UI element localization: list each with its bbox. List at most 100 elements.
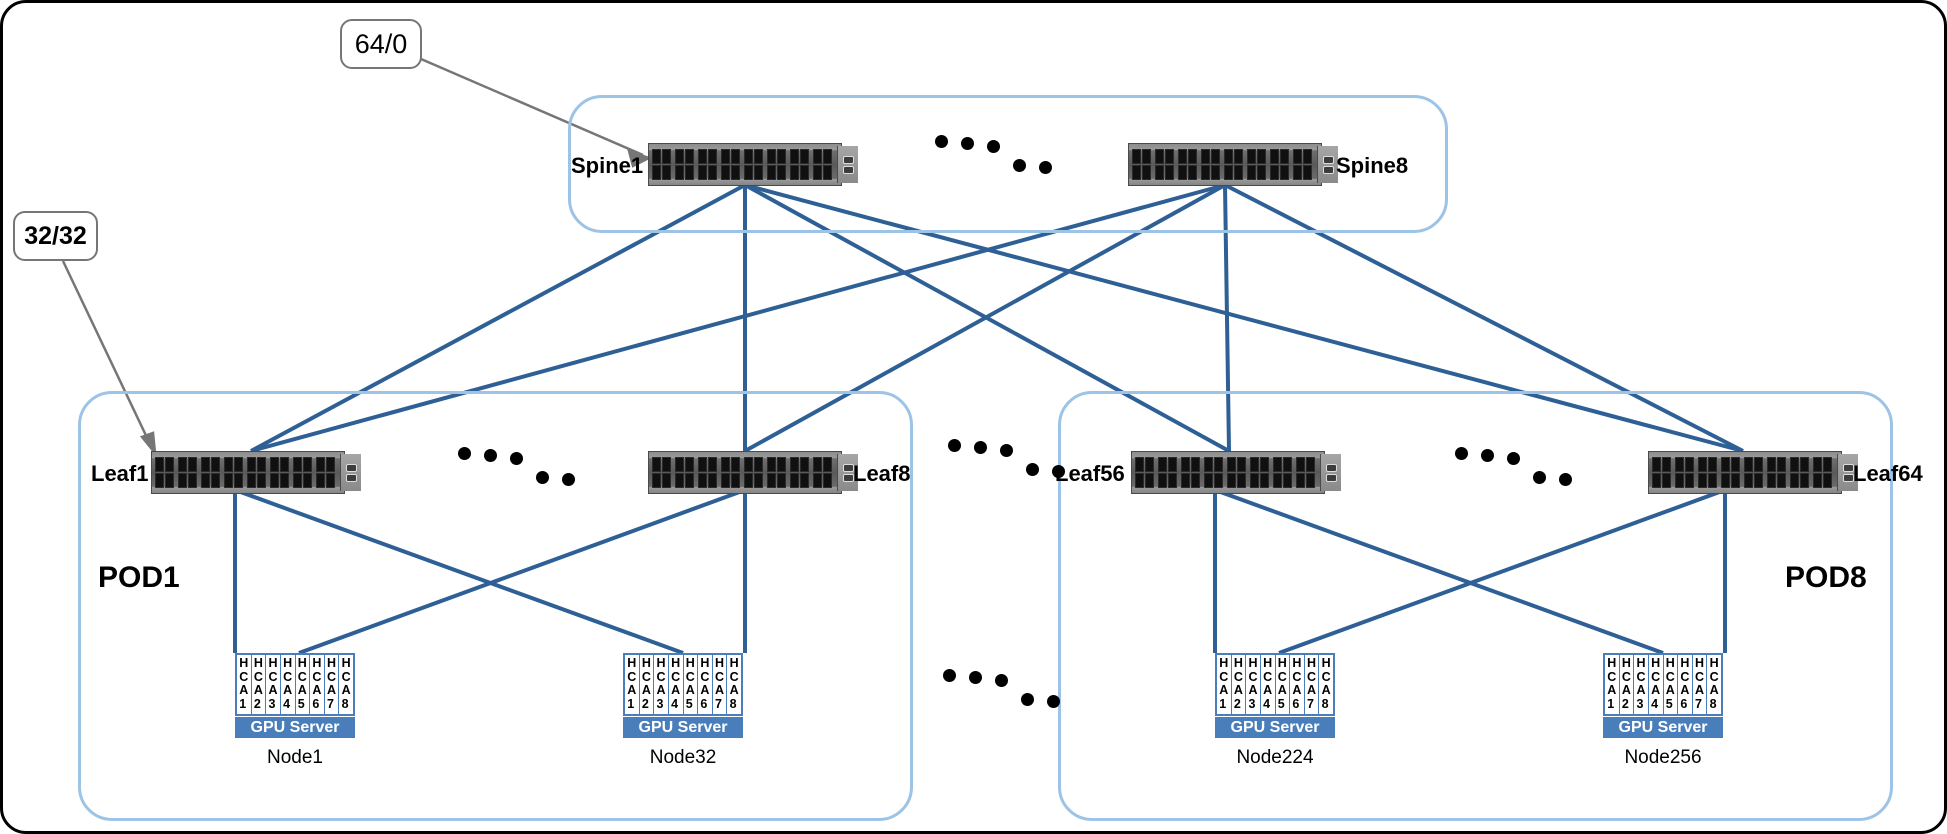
leaf-switch-leaf1[interactable] <box>151 451 361 494</box>
switch-port <box>652 165 661 180</box>
switch-port <box>823 473 832 488</box>
switch-port-group <box>1293 149 1312 164</box>
ellipsis-dot <box>935 135 948 148</box>
gpu-server-bar: GPU Server <box>1603 717 1723 738</box>
ellipsis-dot <box>510 452 523 465</box>
ellipsis-dot <box>969 671 982 684</box>
switch-port <box>155 473 164 488</box>
switch-port <box>744 149 753 164</box>
switch-port-group <box>1155 149 1174 164</box>
switch-port <box>1165 149 1174 164</box>
switch-port-group <box>1250 473 1269 488</box>
switch-port <box>744 473 753 488</box>
pod-container-pod1 <box>78 391 913 821</box>
leaf-switch-leaf8[interactable] <box>648 451 858 494</box>
switch-port-group <box>744 149 763 164</box>
switch-management-panel <box>837 146 858 183</box>
switch-port <box>731 149 740 164</box>
switch-port-row <box>652 473 835 488</box>
switch-port <box>698 473 707 488</box>
switch-port <box>1731 473 1740 488</box>
switch-port-group <box>178 473 197 488</box>
switch-status-led <box>345 463 357 472</box>
switch-port <box>1168 457 1177 472</box>
switch-port <box>1201 165 1210 180</box>
switch-port-group <box>698 165 717 180</box>
ellipsis-dot <box>458 447 471 460</box>
switch-port <box>698 457 707 472</box>
switch-port <box>1303 149 1312 164</box>
switch-port <box>247 473 256 488</box>
leaf-switch-leaf56[interactable] <box>1131 451 1341 494</box>
switch-port-group <box>767 165 786 180</box>
leaf-switch-leaf56-label: Leaf56 <box>1055 461 1125 486</box>
spine-switch-1-label: Spine1 <box>571 153 644 178</box>
switch-port-group <box>178 457 197 472</box>
spine-switch-1[interactable] <box>648 143 858 186</box>
switch-port <box>1293 149 1302 164</box>
switch-port <box>257 457 266 472</box>
switch-port <box>744 165 753 180</box>
switch-port-group <box>224 457 243 472</box>
switch-port-group <box>293 457 312 472</box>
switch-port <box>1675 457 1684 472</box>
switch-port <box>823 457 832 472</box>
switch-status-led <box>1322 165 1334 174</box>
switch-port <box>1237 473 1246 488</box>
switch-port-group <box>813 457 832 472</box>
switch-port <box>1280 165 1289 180</box>
switch-port-group <box>652 457 671 472</box>
switch-port-panel <box>1650 454 1837 491</box>
switch-port-group <box>1135 473 1154 488</box>
inter-node-ellipsis <box>943 665 1063 713</box>
switch-port-group <box>1132 149 1151 164</box>
leaf-switch-leaf64[interactable] <box>1648 451 1858 494</box>
switch-port <box>744 457 753 472</box>
switch-port <box>1227 457 1236 472</box>
switch-port-group <box>1227 473 1246 488</box>
switch-port-group <box>1813 473 1832 488</box>
ellipsis-dot <box>484 449 497 462</box>
switch-port-group <box>698 457 717 472</box>
callout-leaf-ratio-label: 32/32 <box>24 221 87 250</box>
switch-port-group <box>1155 165 1174 180</box>
switch-port-group <box>270 457 289 472</box>
switch-management-panel <box>340 454 361 491</box>
switch-port <box>1270 149 1279 164</box>
switch-status-led <box>1842 473 1854 482</box>
switch-port-group <box>744 457 763 472</box>
switch-port-group <box>1270 165 1289 180</box>
spine-switch-8[interactable] <box>1128 143 1338 186</box>
switch-port-group <box>1247 149 1266 164</box>
switch-port <box>767 457 776 472</box>
switch-port-group <box>155 473 174 488</box>
switch-port-group <box>790 473 809 488</box>
switch-port <box>178 473 187 488</box>
ellipsis-dot <box>995 674 1008 687</box>
switch-port-row <box>1652 457 1835 472</box>
switch-port-group <box>675 149 694 164</box>
switch-port <box>1283 473 1292 488</box>
switch-port <box>800 473 809 488</box>
switch-port-row <box>1132 165 1315 180</box>
switch-port <box>1800 473 1809 488</box>
switch-port-group <box>1247 165 1266 180</box>
switch-port <box>1158 473 1167 488</box>
switch-port <box>1685 457 1694 472</box>
switch-port-group <box>1767 473 1786 488</box>
switch-port-group <box>1135 457 1154 472</box>
switch-port <box>1247 165 1256 180</box>
switch-port <box>178 457 187 472</box>
switch-port <box>800 149 809 164</box>
switch-port <box>280 457 289 472</box>
leaf-switch-leaf1-label: Leaf1 <box>91 461 149 486</box>
switch-port <box>188 457 197 472</box>
switch-port <box>293 473 302 488</box>
